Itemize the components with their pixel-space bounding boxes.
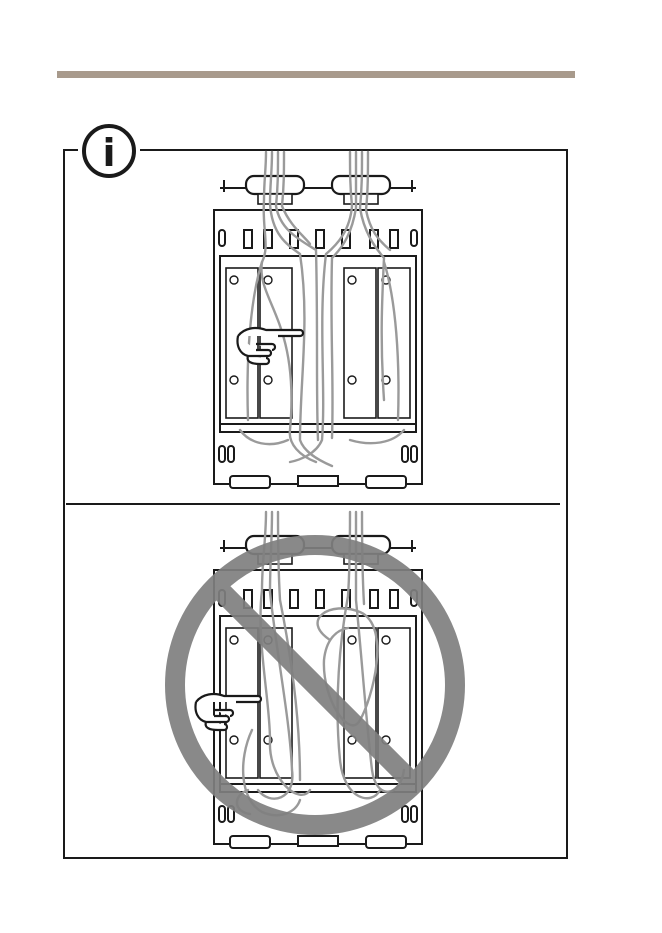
correct-cable-routing [214, 152, 422, 488]
incorrect-cable-routing [175, 512, 455, 848]
info-icon: i [84, 126, 134, 176]
info-glyph: i [102, 131, 115, 175]
